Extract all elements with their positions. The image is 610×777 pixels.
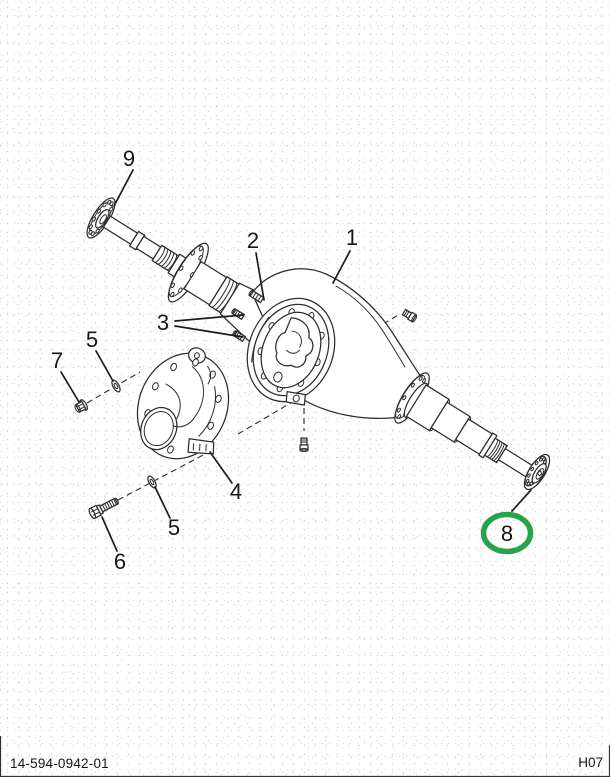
carrier-bottom-boss xyxy=(187,438,215,455)
callout-leader-line xyxy=(95,350,114,382)
bolt-hole xyxy=(198,255,203,261)
flange-bolt-holes xyxy=(88,199,114,237)
highlight-ellipse xyxy=(480,511,534,555)
bolt-hole xyxy=(102,202,107,208)
plug-lower xyxy=(299,437,309,453)
bolt-hole xyxy=(170,282,175,289)
callout-6-7: 6 xyxy=(101,516,126,574)
plug-upper xyxy=(401,308,418,323)
bolt-hole xyxy=(534,461,539,466)
callout-leader-line xyxy=(174,314,244,322)
left-axle-shaft-assembly xyxy=(86,197,281,346)
flange-nut xyxy=(74,399,88,413)
bolt-hole xyxy=(167,445,174,454)
bolt-hole xyxy=(396,407,401,413)
callout-number-5: 5 xyxy=(86,327,98,352)
callout-1-2: 1 xyxy=(332,225,358,284)
bolt-hole xyxy=(539,457,543,462)
washer-upper xyxy=(111,379,121,393)
callout-leader-line xyxy=(332,250,351,284)
housing-face-ring xyxy=(246,297,336,406)
bolt-hole xyxy=(525,478,530,484)
bolt-hole xyxy=(109,206,114,212)
bolt-hole xyxy=(192,358,199,367)
stud-left-upper xyxy=(231,308,246,320)
callout-leader-line xyxy=(209,451,233,484)
callout-5-8: 5 xyxy=(154,486,180,540)
bolt-hole xyxy=(152,382,159,391)
callout-leader-line xyxy=(101,516,118,552)
bolt-hole xyxy=(170,291,175,298)
callout-leader-line xyxy=(255,252,265,301)
bolt-hole xyxy=(410,382,415,388)
callout-leader-line xyxy=(174,325,244,338)
carrier-casting-webs xyxy=(165,365,216,437)
drive-flange xyxy=(523,453,551,491)
callout-leader-line xyxy=(60,371,80,403)
centerline-carrier-to-housing xyxy=(237,400,295,435)
callout-4-6: 4 xyxy=(209,451,242,504)
callout-leader-line xyxy=(154,486,171,519)
bolt-hole xyxy=(95,228,100,234)
callout-number-7: 7 xyxy=(51,348,63,373)
bolt-hole xyxy=(88,229,93,235)
callout-number-6: 6 xyxy=(114,549,126,574)
callout-8-9: 8 xyxy=(501,489,532,546)
bolt-hole xyxy=(422,378,427,384)
bolt-hole xyxy=(530,466,535,472)
drive-flange-bolt-holes xyxy=(525,457,547,486)
bolt-hole xyxy=(397,414,402,419)
bolt-hole xyxy=(190,250,196,256)
bolt-hole xyxy=(198,245,204,252)
bolt-hole xyxy=(170,362,178,372)
callout-5-5: 5 xyxy=(86,327,114,382)
bolt-hole xyxy=(96,208,101,214)
callout-number-1: 1 xyxy=(346,225,358,250)
stud-top xyxy=(248,289,265,304)
bolt-hole xyxy=(178,287,183,293)
callout-number-4: 4 xyxy=(230,479,242,504)
callout-number-2: 2 xyxy=(247,228,259,253)
bolt-hole xyxy=(91,216,96,222)
callout-2-1: 2 xyxy=(247,228,265,301)
washer-lower xyxy=(147,475,157,489)
bolt-hole xyxy=(526,481,531,486)
spindle-steps xyxy=(405,384,535,479)
mid-flange-bolt-holes xyxy=(170,245,204,298)
callout-leader-line xyxy=(511,489,532,512)
callout-number-9: 9 xyxy=(123,146,135,171)
bolt-hole xyxy=(542,457,546,462)
centerline-bolt-to-carrier xyxy=(117,452,208,501)
centerline-plug-upper xyxy=(365,313,401,335)
bolt-hole xyxy=(418,376,423,381)
bolt-hole xyxy=(527,473,531,478)
housing-inner-contour xyxy=(335,285,406,368)
callout-number-3: 3 xyxy=(157,310,169,335)
callout-3-3: 3 xyxy=(157,310,244,338)
carrier-bore xyxy=(140,406,178,451)
carrier-flange xyxy=(136,352,230,460)
callout-9-0: 9 xyxy=(113,146,135,207)
figure-part-number: 14-594-0942-01 xyxy=(10,756,109,771)
bolt-hole xyxy=(179,265,184,271)
flange-hub xyxy=(95,208,110,229)
hex-bolt xyxy=(88,497,119,520)
callout-leader-line xyxy=(113,169,134,207)
differential-carrier xyxy=(136,347,230,460)
page-edge-lines xyxy=(0,736,610,777)
bolt-hole xyxy=(109,201,114,207)
axle-shaft xyxy=(102,215,189,279)
bolt-hole xyxy=(402,395,407,401)
bolt-hole xyxy=(88,224,93,230)
callout-number-8: 8 xyxy=(501,521,513,546)
figure-page-code: H07 xyxy=(578,755,603,770)
differential-window-casting xyxy=(275,317,314,368)
callout-7-4: 7 xyxy=(51,348,80,403)
right-axle-tube xyxy=(394,372,535,479)
callout-number-5: 5 xyxy=(168,515,180,540)
